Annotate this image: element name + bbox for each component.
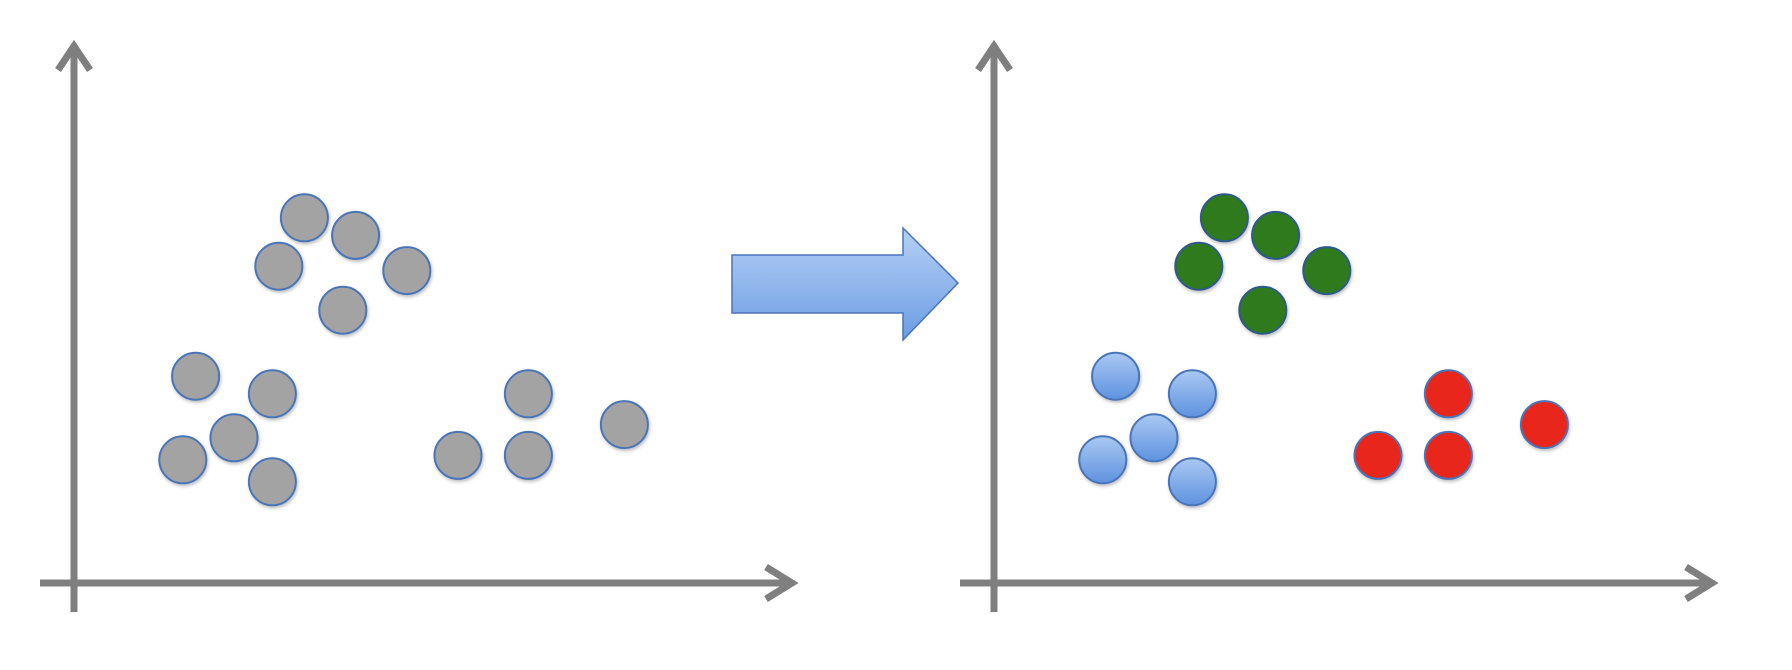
axes xyxy=(40,39,799,612)
data-point xyxy=(433,430,483,480)
green-cluster-point xyxy=(1199,193,1249,243)
data-points xyxy=(1078,193,1569,507)
data-point xyxy=(254,241,304,291)
unclustered-data-panel xyxy=(40,39,799,612)
y-axis-arrowhead xyxy=(975,39,1013,72)
axes xyxy=(960,39,1719,612)
data-point xyxy=(599,400,649,450)
right-arrow-icon xyxy=(731,226,960,342)
transition-arrow xyxy=(731,226,960,342)
red-cluster-point xyxy=(1519,400,1569,450)
blue-cluster-point xyxy=(1167,457,1217,507)
data-point xyxy=(279,193,329,243)
data-point xyxy=(247,369,297,419)
x-axis-arrowhead xyxy=(764,564,799,602)
blue-cluster-point xyxy=(1078,435,1128,485)
green-cluster-point xyxy=(1238,285,1288,335)
y-axis-arrowhead xyxy=(55,39,93,72)
data-point xyxy=(331,210,381,260)
data-point xyxy=(503,369,553,419)
data-point xyxy=(318,285,368,335)
red-cluster-point xyxy=(1353,430,1403,480)
red-cluster-point xyxy=(1423,369,1473,419)
clustered-data-panel xyxy=(960,39,1719,612)
data-point xyxy=(503,430,553,480)
blue-cluster-point xyxy=(1167,369,1217,419)
green-cluster-point xyxy=(1302,246,1352,296)
red-cluster-point xyxy=(1423,430,1473,480)
green-cluster-point xyxy=(1174,241,1224,291)
blue-cluster-point xyxy=(1129,413,1179,463)
data-points xyxy=(158,193,649,507)
data-point xyxy=(171,351,221,401)
data-point xyxy=(382,246,432,296)
blue-cluster-point xyxy=(1091,351,1141,401)
data-point xyxy=(158,435,208,485)
x-axis-arrowhead xyxy=(1684,564,1719,602)
data-point xyxy=(209,413,259,463)
green-cluster-point xyxy=(1251,210,1301,260)
data-point xyxy=(247,457,297,507)
